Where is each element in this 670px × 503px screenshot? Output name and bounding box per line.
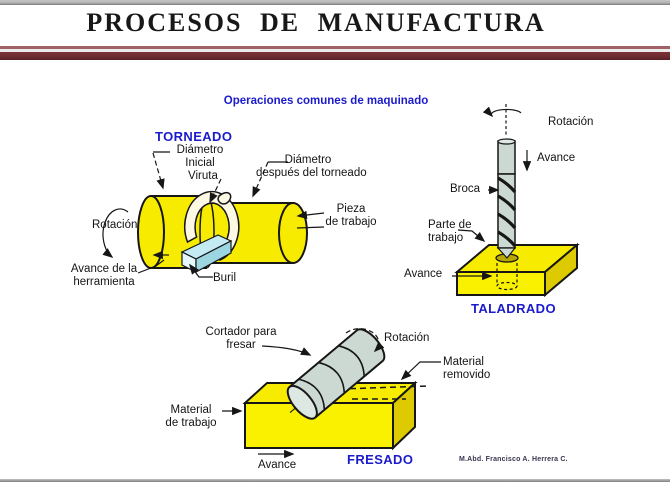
label-buril: Buril	[213, 272, 237, 284]
taladrado-illustration	[452, 104, 580, 298]
label-viruta: Viruta	[188, 170, 218, 182]
rotation-arrow	[102, 208, 129, 258]
label-avance-inferior: Avance	[404, 268, 443, 280]
leader-line	[189, 263, 213, 278]
torneado-heading: TORNEADO	[155, 129, 233, 144]
label-diametro-despues: Diámetro después del torneado	[256, 154, 367, 180]
leader-line	[209, 178, 222, 204]
label-line: Diámetro	[176, 144, 224, 156]
label-line: fresar	[226, 339, 256, 352]
label-parte-de-trabajo: Parte de trabajo	[428, 219, 471, 245]
label-line: removido	[443, 369, 491, 382]
label-line: Parte de	[428, 219, 472, 231]
label-avance-superior: Avance	[537, 152, 576, 164]
label-cortador-para-fresar: Cortador para fresar	[198, 326, 284, 352]
label-avance-fresado: Avance	[258, 459, 297, 471]
label-line: herramienta	[73, 276, 135, 289]
label-line: Diámetro	[284, 154, 332, 166]
label-rotacion-taladrado: Rotación	[548, 116, 594, 128]
leader-line	[296, 226, 325, 229]
leader-line	[261, 345, 312, 356]
label-rotacion-fresado: Rotación	[384, 332, 430, 344]
credit-text: M.Abd. Francisco A. Herrera C.	[459, 456, 568, 463]
label-diametro-inicial: Diámetro Inicial	[168, 144, 232, 170]
label-line: después del torneado	[256, 167, 367, 180]
label-rotacion-torneado: Rotación	[92, 219, 138, 231]
page-title: PROCESOS DE MANUFACTURA	[86, 8, 546, 37]
top-divider	[0, 0, 670, 5]
leader-line	[400, 361, 441, 381]
label-line: de trabajo	[165, 417, 217, 430]
label-line: Material	[443, 356, 484, 368]
label-line: Cortador para	[205, 326, 277, 338]
bottom-divider	[0, 479, 670, 482]
milling-cutter-icon	[286, 328, 386, 420]
label-line: Pieza	[336, 203, 366, 215]
label-broca: Broca	[450, 183, 481, 195]
label-avance-herramienta: Avance de la herramienta	[68, 263, 140, 289]
torneado-illustration	[102, 151, 325, 278]
diagram-title: Operaciones comunes de maquinado	[223, 95, 429, 107]
rotation-arrow	[345, 328, 385, 353]
label-material-de-trabajo: Material de trabajo	[154, 404, 228, 430]
label-line: Avance de la	[70, 263, 138, 275]
leader-line	[457, 229, 486, 243]
cutting-tool-icon	[180, 234, 233, 274]
leader-line	[296, 210, 325, 220]
leader-line	[152, 152, 165, 190]
title-divider	[0, 46, 670, 60]
leader-line	[137, 259, 165, 274]
label-line: Inicial	[185, 157, 215, 170]
fresado-illustration	[222, 328, 441, 459]
fresado-heading: FRESADO	[347, 452, 414, 467]
label-line: de trabajo	[325, 216, 377, 229]
label-line: Material	[170, 404, 212, 416]
drill-bit-icon	[496, 138, 517, 259]
label-line: trabajo	[428, 232, 464, 245]
leader-line	[252, 161, 269, 198]
label-pieza-de-trabajo: Pieza de trabajo	[322, 203, 380, 229]
rotation-arrow	[482, 106, 522, 118]
label-material-removido: Material removido	[443, 356, 490, 382]
taladrado-heading: TALADRADO	[471, 301, 556, 316]
